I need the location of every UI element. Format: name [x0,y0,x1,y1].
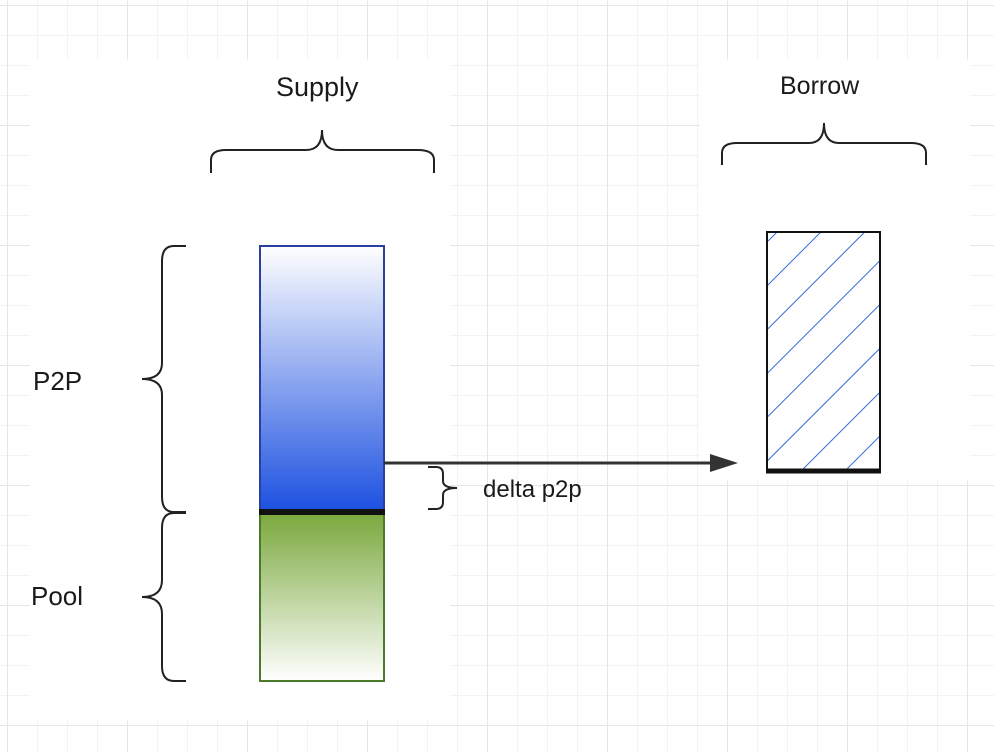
arrow-head [710,454,738,472]
delta-p2p-label: delta p2p [483,476,582,503]
supply-label: Supply [276,72,359,102]
delta-brace [428,466,458,510]
pool-supply-block [259,512,385,682]
p2p-brace [141,245,186,513]
borrow-brace [721,122,927,165]
pool-brace [141,512,186,682]
supply-brace [210,129,435,173]
p2p-supply-block [259,245,385,514]
borrow-block [766,231,881,473]
p2p-label: P2P [33,366,83,396]
borrow-label: Borrow [780,72,860,100]
pool-label: Pool [31,581,84,611]
